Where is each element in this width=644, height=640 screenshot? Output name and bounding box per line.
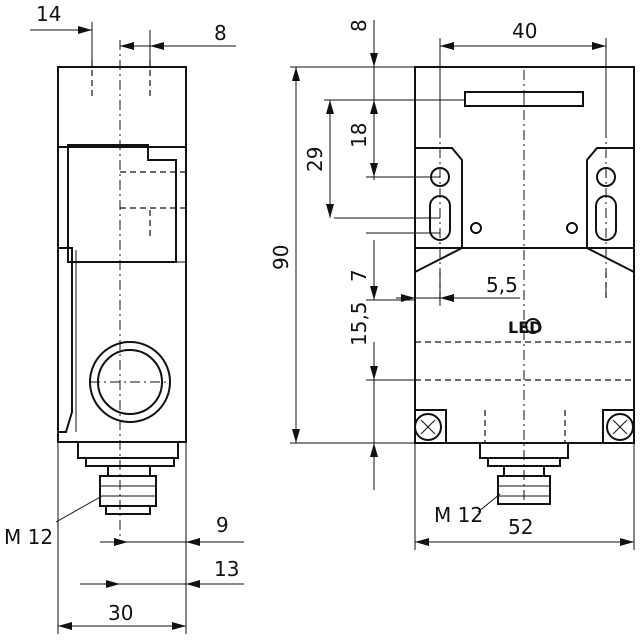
side-thread-callout: M 12 [4, 495, 103, 549]
dim-90-text: 90 [269, 245, 293, 270]
side-body-outline [57, 66, 187, 443]
dim-8-side-text: 8 [214, 21, 227, 45]
dim-13: 13 [80, 548, 244, 592]
dim-14-text: 14 [36, 2, 61, 26]
dim-9: 9 [100, 442, 244, 548]
dim-29: 29 [303, 100, 334, 218]
dim-5-5-text: 5,5 [486, 273, 518, 297]
dim-90: 90 [269, 67, 415, 444]
front-thread-text: M 12 [434, 503, 483, 527]
dim-30-text: 30 [108, 601, 133, 625]
led-indicator: LED [508, 318, 542, 337]
side-head-upper [57, 66, 187, 148]
dim-52-text: 52 [508, 515, 533, 539]
dim-5-5: 5,5 [396, 272, 520, 306]
dim-8-side: 8 [120, 21, 236, 60]
dim-7: 7 [347, 240, 415, 301]
front-body-outline [414, 66, 635, 444]
dim-14: 14 [30, 2, 93, 60]
dim-15-5: 15,5 [347, 301, 415, 490]
side-bottom-step [77, 442, 179, 459]
front-left-screw [414, 413, 442, 441]
dim-7-text: 7 [347, 269, 371, 282]
side-rail [58, 247, 73, 433]
dim-18-text: 18 [347, 123, 371, 148]
dim-29-text: 29 [303, 147, 327, 172]
dim-30: 30 [57, 442, 187, 634]
dim-40-text: 40 [512, 19, 537, 43]
front-cover [414, 247, 635, 273]
front-connector [497, 475, 551, 505]
front-view: LED [269, 19, 635, 550]
dim-52: 52 [414, 443, 635, 550]
front-right-ear [586, 147, 634, 249]
dim-15-5-text: 15,5 [347, 301, 371, 346]
front-thread-callout: M 12 [434, 493, 501, 527]
dim-9-text: 9 [216, 513, 229, 537]
dim-8-front-text: 8 [347, 19, 371, 32]
dim-40: 40 [439, 19, 607, 128]
side-view: 14 8 M 12 9 13 [4, 2, 244, 634]
dim-18: 18 [347, 123, 378, 177]
dim-13-text: 13 [214, 557, 239, 581]
side-connector [85, 458, 175, 467]
side-thread-text: M 12 [4, 525, 53, 549]
front-bottom-step [479, 443, 569, 459]
side-slot [67, 144, 177, 263]
front-right-screw [606, 413, 634, 441]
